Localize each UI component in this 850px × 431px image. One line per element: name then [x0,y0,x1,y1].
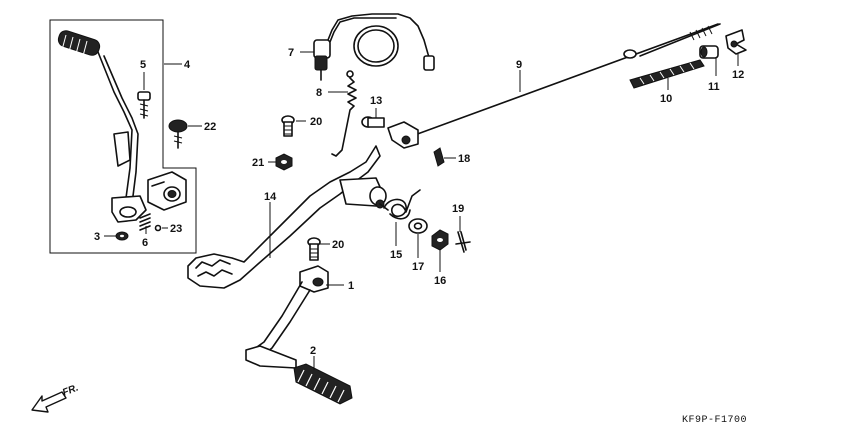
front-direction-arrow: FR. [31,383,80,413]
collar-11 [699,45,719,59]
cotter-pin-19 [455,231,471,253]
bolt-13 [361,116,385,128]
stop-switch-7 [313,13,435,81]
label-1: 1 [348,280,354,292]
nut-21 [275,153,293,171]
label-8: 8 [316,87,322,99]
kick-lever-assembly [57,30,147,223]
label-5: 5 [140,59,146,71]
label-6: 6 [142,237,148,249]
label-20-lower: 20 [332,239,344,251]
brake-pedal-14 [187,145,389,289]
nut-16 [431,229,449,251]
spring-10 [629,59,705,89]
label-15: 15 [390,249,402,261]
kick-pivot-block [147,171,187,211]
label-2: 2 [310,345,316,357]
label-20-upper: 20 [310,116,322,128]
label-3: 3 [94,231,100,243]
label-12: 12 [732,69,744,81]
label-11: 11 [708,81,720,93]
diagram-code: KF9P-F1700 [682,415,747,426]
label-13: 13 [370,95,382,107]
brake-rod-9 [387,23,721,149]
label-19: 19 [452,203,464,215]
pin-18 [433,147,445,167]
leader-lines [104,51,739,370]
label-10: 10 [660,93,672,105]
label-4: 4 [184,59,191,71]
label-9: 9 [516,59,522,71]
washer-17 [408,218,428,234]
direction-label: FR. [61,383,80,399]
bolt-20-lower [307,237,321,261]
footrest-rubber-2 [293,363,353,405]
spring-8 [331,70,357,157]
label-23: 23 [170,223,182,235]
label-18: 18 [458,153,470,165]
bolt-5 [137,91,151,119]
spring-6 [139,213,151,231]
label-22: 22 [204,121,216,133]
label-16: 16 [434,275,446,287]
part-labels: 4 5 22 3 6 23 7 8 20 21 13 9 10 11 12 14… [94,47,744,357]
bolt-22 [168,119,188,149]
label-21: 21 [252,157,264,169]
adjusting-nut-12 [725,29,747,55]
label-17: 17 [412,261,424,273]
spring-15 [383,189,421,220]
label-14: 14 [264,191,277,203]
washer-3 [115,231,129,241]
bolt-20-upper [281,115,295,137]
ball-23 [154,224,162,232]
inset-outline [49,19,197,254]
label-7: 7 [288,47,294,59]
